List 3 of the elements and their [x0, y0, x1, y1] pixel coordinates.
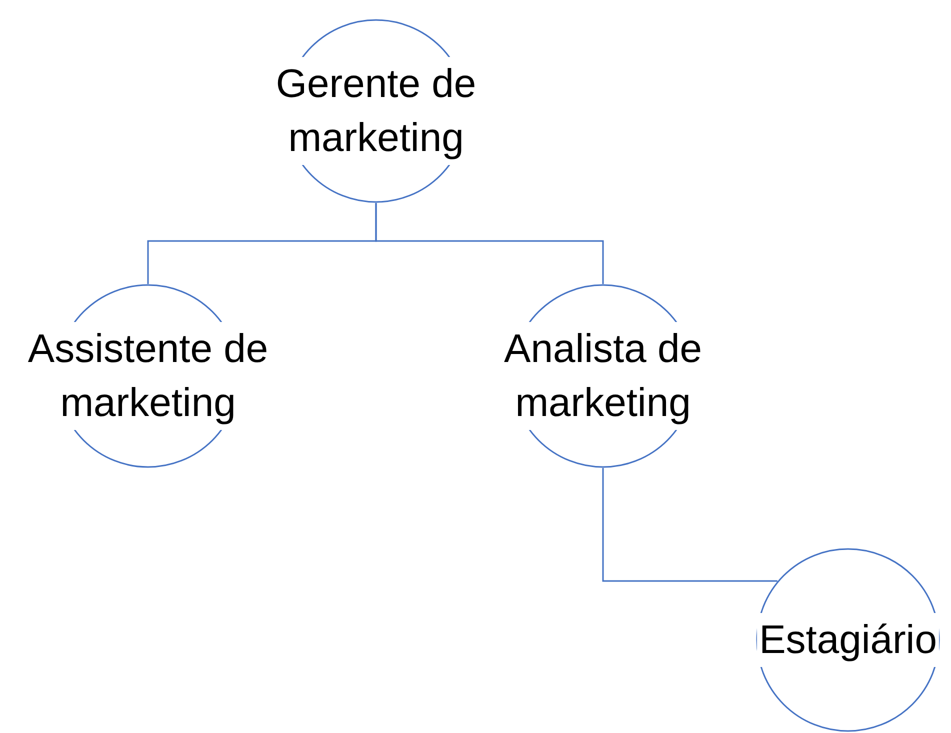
- connector-line: [375, 203, 604, 284]
- connector-line: [602, 468, 778, 582]
- role-title: Estagiário: [757, 613, 939, 667]
